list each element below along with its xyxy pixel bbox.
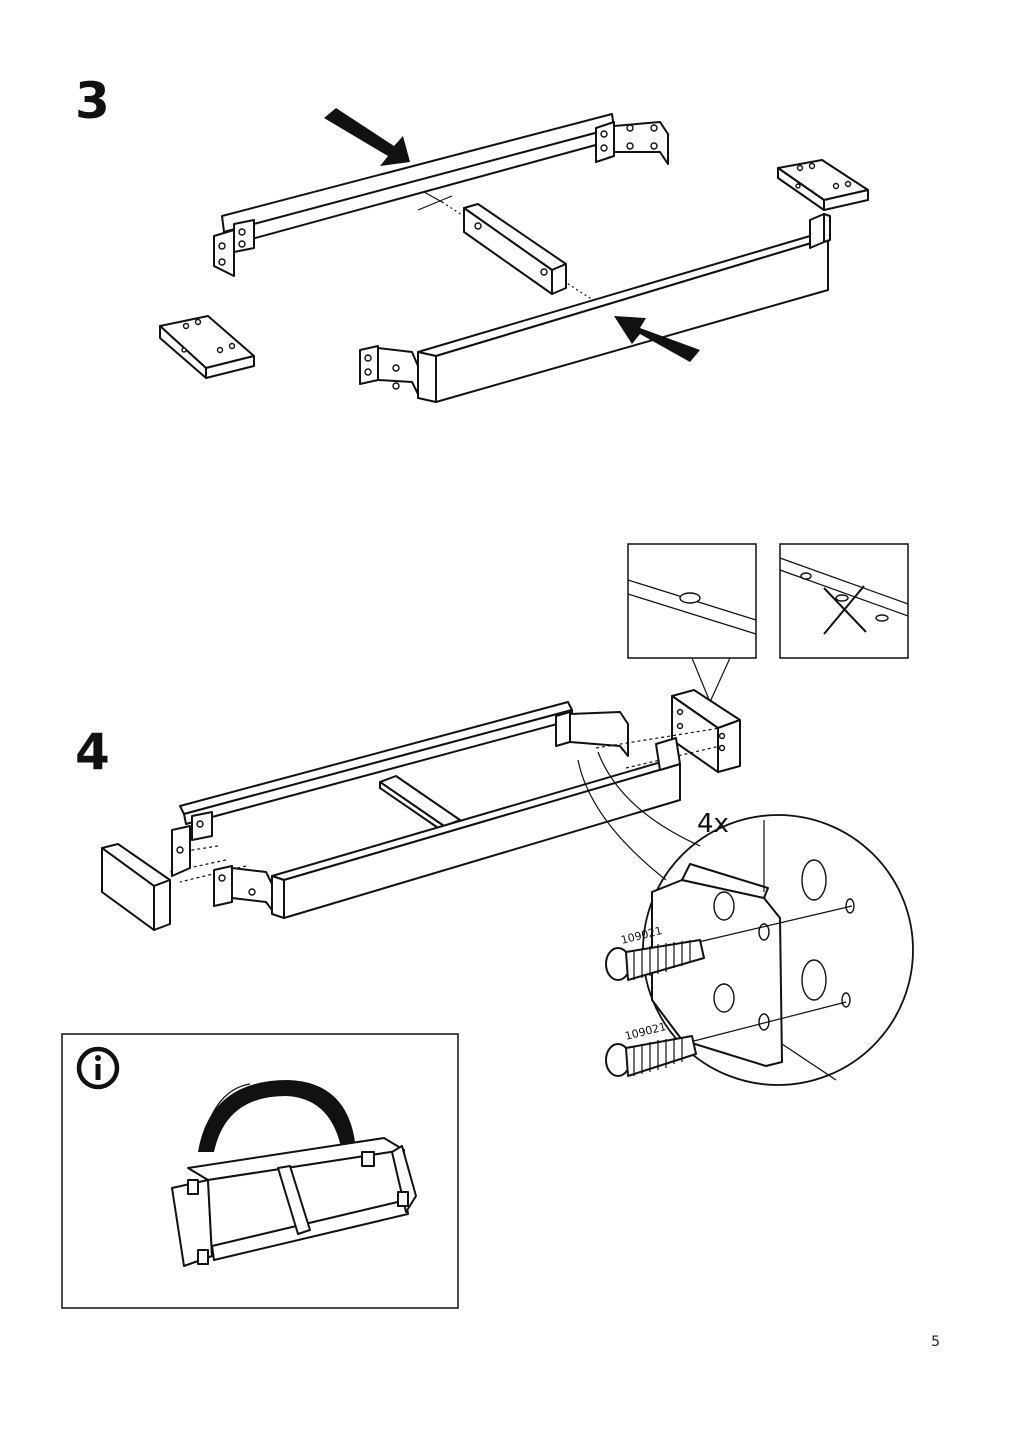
step-4-illustration: 109021 109021 — [61, 543, 914, 1309]
magnified-detail: 109021 109021 — [577, 751, 914, 1086]
step-4-number: 4 — [75, 723, 110, 781]
center-divider — [379, 775, 461, 827]
corner-bracket-icon — [171, 811, 273, 911]
end-block — [101, 843, 171, 931]
back-rail — [221, 113, 615, 233]
corner-bracket-icon — [359, 345, 419, 395]
end-block — [159, 315, 255, 379]
corner-bracket-icon — [213, 219, 255, 277]
push-arrow-icon — [324, 108, 410, 166]
detail-correct-hole — [627, 543, 757, 659]
end-block — [671, 689, 741, 773]
corner-bracket-icon — [595, 121, 669, 165]
back-rail — [179, 701, 573, 815]
screw-icon — [605, 939, 705, 981]
info-box — [61, 1033, 459, 1309]
detail-incorrect-hole — [779, 543, 909, 659]
page-number: 5 — [931, 1334, 940, 1350]
info-icon — [76, 1046, 120, 1090]
screw-icon — [605, 1035, 697, 1077]
end-block — [777, 159, 869, 211]
push-arrow-icon — [614, 316, 700, 362]
step-3-number: 3 — [75, 72, 110, 130]
screw-quantity-label: 4x — [697, 809, 729, 839]
screw-code-label: 109021 — [624, 1020, 668, 1043]
flip-arrow-icon — [198, 1080, 368, 1196]
step-3-illustration — [159, 108, 869, 403]
